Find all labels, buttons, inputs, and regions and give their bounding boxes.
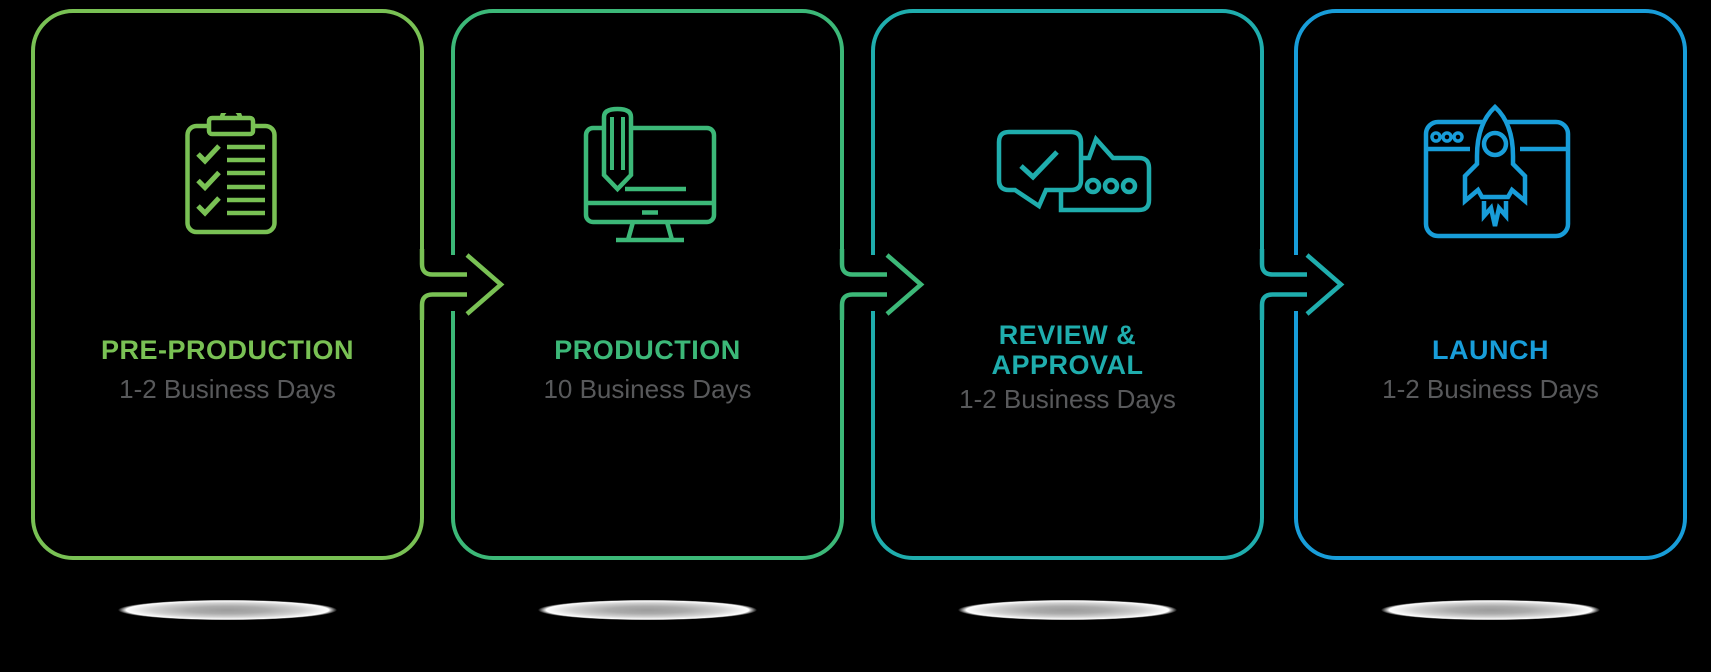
step-duration: 1-2 Business Days <box>1382 374 1599 404</box>
step-icon-zone <box>1298 97 1683 251</box>
step-title: PRODUCTION <box>554 335 741 365</box>
step-icon-zone <box>875 97 1260 251</box>
step-title: REVIEW & APPROVAL <box>991 320 1144 380</box>
chat-approval-icon <box>991 124 1157 224</box>
step-icon-zone <box>455 97 840 251</box>
step-duration: 10 Business Days <box>543 374 752 404</box>
step-card-launch: LAUNCH 1-2 Business Days <box>1294 9 1687 560</box>
clipboard-checklist-icon <box>185 113 277 235</box>
card-shadow <box>507 597 788 623</box>
card-shadow <box>1350 597 1631 623</box>
step-title: LAUNCH <box>1432 335 1549 365</box>
step-duration: 1-2 Business Days <box>119 374 336 404</box>
step-duration: 1-2 Business Days <box>959 384 1176 414</box>
flow-arrow-icon <box>834 225 942 345</box>
monitor-pencil-icon <box>579 100 719 248</box>
step-title: PRE-PRODUCTION <box>100 335 354 365</box>
card-shadow <box>927 597 1208 623</box>
rocket-browser-icon <box>1422 104 1572 244</box>
flow-arrow-icon <box>1254 225 1362 345</box>
flow-arrow-icon <box>414 225 522 345</box>
step-card-pre-production: PRE-PRODUCTION 1-2 Business Days <box>31 9 424 560</box>
step-icon-zone <box>35 97 420 251</box>
card-shadow <box>87 597 368 623</box>
